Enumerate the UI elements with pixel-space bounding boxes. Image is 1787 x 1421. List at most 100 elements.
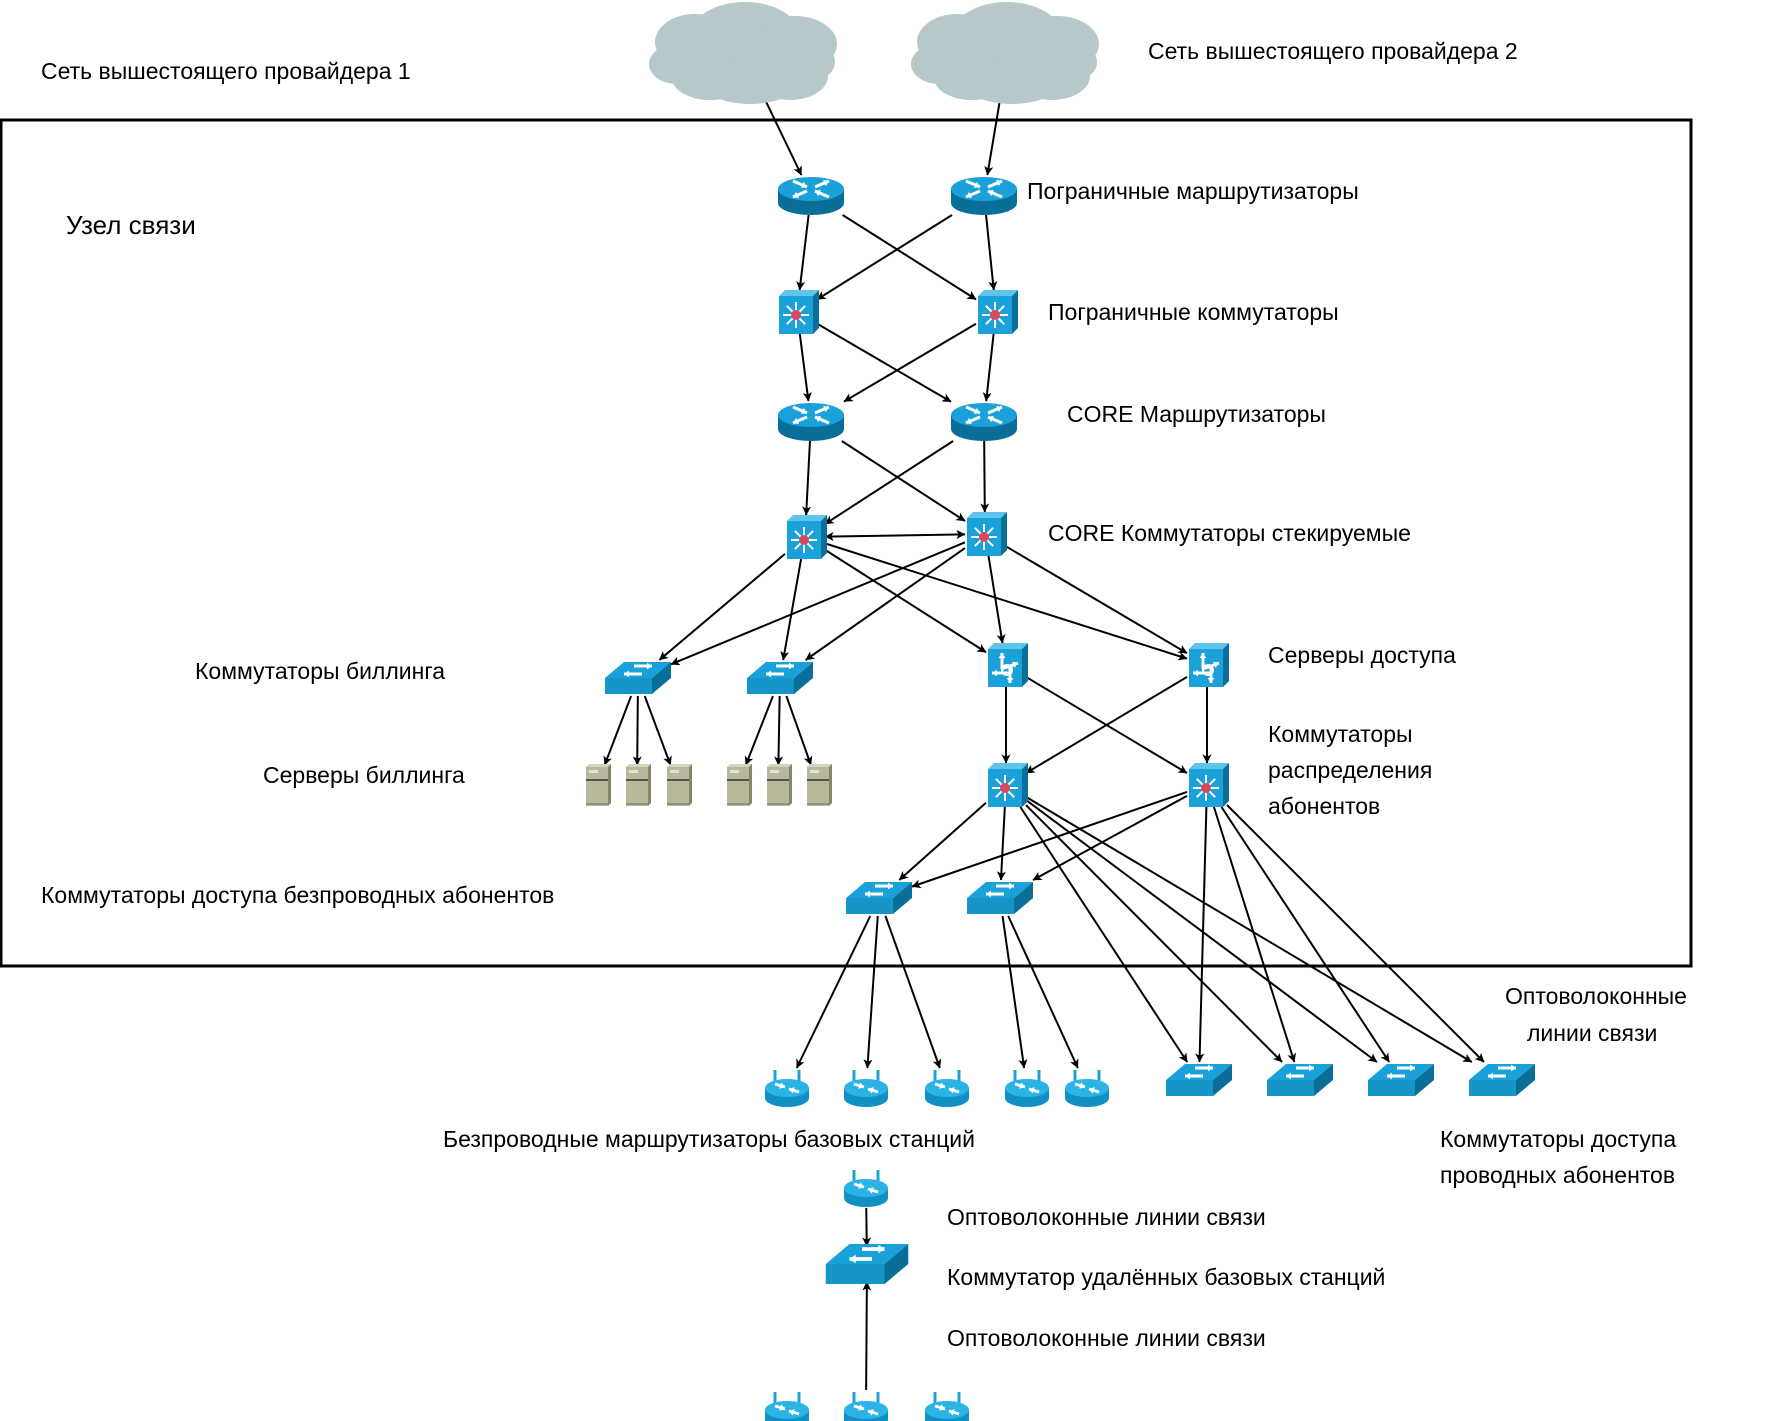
- distribution-switches-label-2: распределения: [1268, 757, 1433, 783]
- wireless-router-icon: [1005, 1070, 1049, 1107]
- link-bsw2-srv6: [785, 695, 813, 766]
- wireless-router-icon: [844, 1392, 888, 1421]
- link-cr1-cs1: [802, 440, 812, 516]
- link-cs1-as1: [824, 548, 987, 654]
- core-switches-label: CORE Коммутаторы стекируемые: [1048, 520, 1411, 546]
- billing-servers-label: Серверы биллинга: [263, 762, 465, 788]
- core-routers-label: CORE Маршрутизаторы: [1067, 401, 1326, 427]
- link-cr1-cs2: [841, 440, 966, 522]
- switch-icon: [1166, 1064, 1232, 1096]
- link-wsw1-wr3: [884, 915, 942, 1069]
- router-icon: [951, 403, 1017, 441]
- server-icon: [727, 764, 752, 806]
- link-ds1-asw3: [1025, 799, 1378, 1063]
- cloud-icon: [911, 2, 1099, 104]
- link-ds2-asw3: [1220, 806, 1390, 1063]
- wireless-router-icon: [844, 1170, 888, 1207]
- wireless-base-routers-label: Безпроводные маршрутизаторы базовых стан…: [443, 1126, 975, 1152]
- link-bsw1-srv2: [632, 695, 642, 766]
- switch-icon: [846, 882, 912, 914]
- link-ds1-asw4: [1025, 796, 1473, 1063]
- link-bs1-cr1: [798, 333, 812, 402]
- fiber-lines-label-2: Оптоволоконные линии связи: [947, 1325, 1266, 1351]
- link-br1-bs2: [842, 214, 977, 301]
- cloud2-label: Сеть вышестоящего провайдера 2: [1148, 38, 1518, 64]
- server-icon: [667, 764, 692, 806]
- link-cs2-bsw2: [805, 547, 966, 661]
- link-cloud2-br2: [984, 102, 1001, 176]
- fiber-lines-right-label-1: Оптоволоконные: [1505, 983, 1687, 1009]
- link-wsw1-wr2: [863, 915, 879, 1069]
- server-icon: [767, 764, 792, 806]
- switch-icon: [605, 662, 671, 694]
- wireless-access-switches-label: Коммутаторы доступа безпроводных абонент…: [41, 882, 555, 908]
- border-switches-label: Пограничные коммутаторы: [1048, 299, 1339, 325]
- link-bsw2-srv5: [774, 695, 784, 766]
- link-ds1-wsw2: [996, 806, 1006, 881]
- switch-icon: [967, 882, 1033, 914]
- link-ds2-asw4: [1226, 804, 1485, 1063]
- node-boundary-box: [0, 118, 1693, 968]
- link-wsw2-wr5: [1007, 915, 1079, 1069]
- server-icon: [626, 764, 651, 806]
- link-wsw2-wr4: [1001, 915, 1028, 1069]
- fiber-lines-right-label-2: линии связи: [1527, 1020, 1658, 1046]
- link-cs1-bsw2: [780, 558, 803, 661]
- link-cs1-as2: [824, 542, 1188, 661]
- link-ds2-asw2: [1212, 806, 1297, 1063]
- link-cr2-cs2: [980, 440, 990, 513]
- layer3-switch-icon: [978, 290, 1018, 334]
- link-cs2-as1: [987, 555, 1006, 644]
- wired-access-switches-label-1: Коммутаторы доступа: [1440, 1126, 1677, 1152]
- wireless-router-icon: [844, 1070, 888, 1107]
- cloud-icon: [649, 2, 837, 104]
- link-wsw1-wr1: [795, 915, 872, 1069]
- layer3-switch-icon: [988, 763, 1028, 807]
- distribution-switches-label-1: Коммутаторы: [1268, 721, 1413, 747]
- router-icon: [951, 177, 1017, 215]
- link-bsw1-srv3: [643, 695, 672, 766]
- link-bs2-cr2: [982, 333, 995, 402]
- nodes-layer: [586, 2, 1535, 1421]
- layer3-switch-icon: [787, 515, 827, 559]
- wireless-router-icon: [925, 1070, 969, 1107]
- link-cs1-bsw1: [658, 553, 786, 661]
- link-wr8-rsw: [862, 1281, 872, 1391]
- cloud1-label: Сеть вышестоящего провайдера 1: [41, 58, 411, 84]
- switch-icon: [747, 662, 813, 694]
- link-ds2-asw1: [1195, 806, 1208, 1063]
- switch-icon: [825, 1244, 909, 1284]
- link-ds2-wsw1: [911, 790, 1188, 889]
- server-icon: [807, 764, 832, 806]
- link-ds1-asw1: [1019, 806, 1189, 1063]
- node-title: Узел связи: [66, 210, 196, 240]
- link-ds1-asw2: [1025, 804, 1283, 1063]
- link-bsw1-srv1: [603, 695, 633, 766]
- router-icon: [778, 403, 844, 441]
- wireless-router-icon: [1065, 1070, 1109, 1107]
- link-as2-ds1: [1025, 676, 1188, 774]
- wireless-router-icon: [925, 1392, 969, 1421]
- link-cs2-bsw1: [670, 541, 966, 666]
- wired-access-switches-label-2: проводных абонентов: [1440, 1162, 1676, 1188]
- switch-icon: [1368, 1064, 1434, 1096]
- links-layer: [603, 78, 1485, 1391]
- link-ds1-wsw1: [898, 802, 987, 881]
- access-servers-label: Серверы доступа: [1268, 642, 1456, 668]
- link-br1-bs1: [796, 214, 810, 291]
- layer3-switch-icon: [1189, 763, 1229, 807]
- access-server-icon: [1189, 643, 1229, 687]
- link-bs2-cr1: [843, 322, 977, 403]
- router-icon: [778, 177, 844, 215]
- link-bs1-cr2: [816, 322, 952, 403]
- switch-icon: [1469, 1064, 1535, 1096]
- layer3-switch-icon: [779, 290, 819, 334]
- link-br2-bs2: [985, 214, 998, 291]
- server-icon: [586, 764, 611, 806]
- link-cr2-cs1: [824, 440, 954, 525]
- link-wr6-rsw: [862, 1207, 872, 1247]
- link-cs2-as2: [1004, 544, 1188, 655]
- border-routers-label: Пограничные маршрутизаторы: [1027, 178, 1359, 204]
- link-cs1-cs2: [824, 529, 966, 542]
